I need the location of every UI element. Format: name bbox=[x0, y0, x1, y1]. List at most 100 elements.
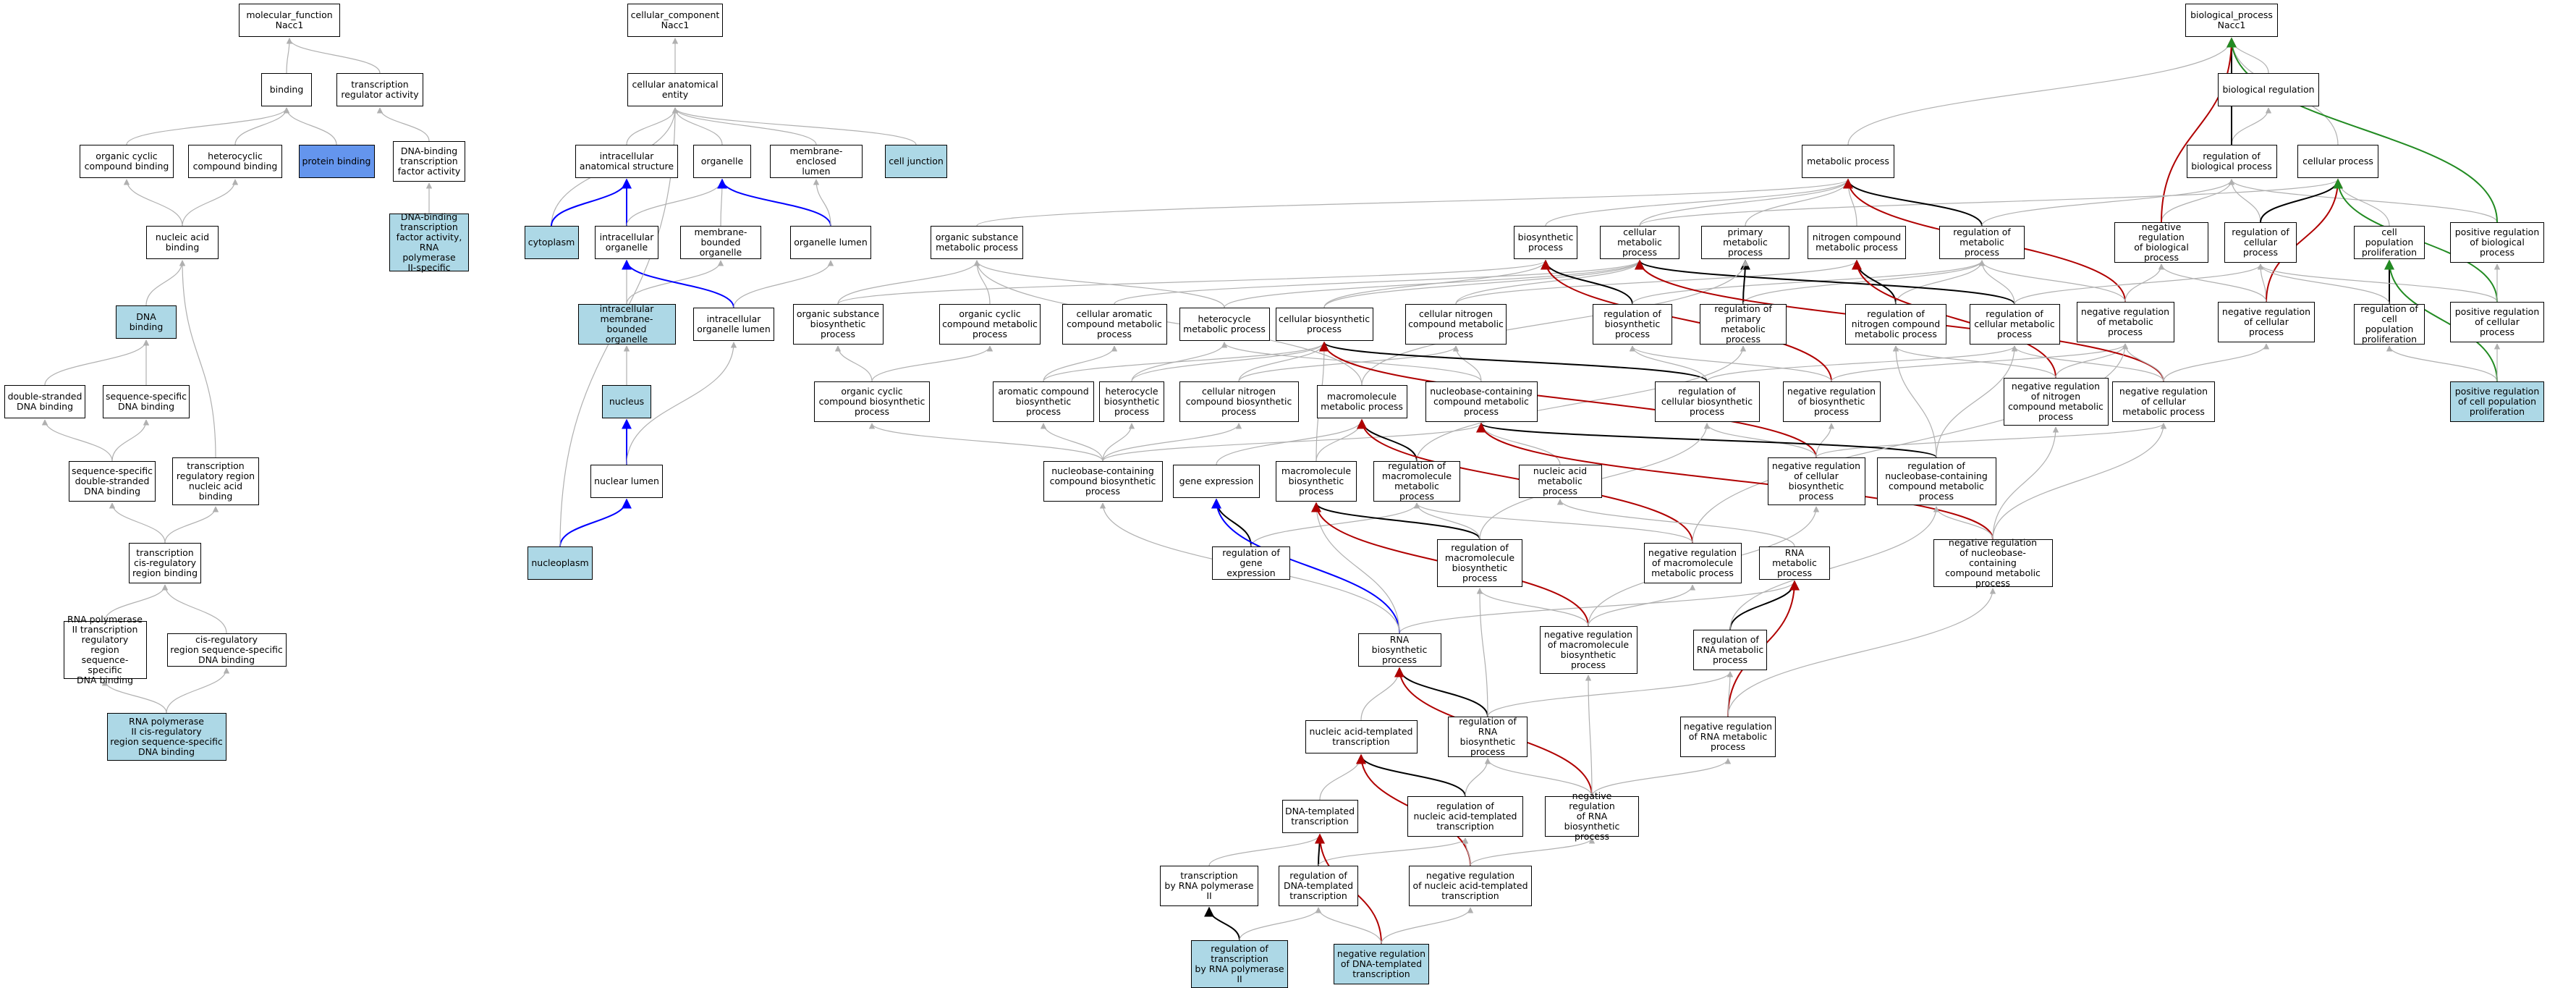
go-term-tra: transcription regulator activity bbox=[336, 73, 423, 106]
edge-neg-reg-cmp-to-reg-cmp bbox=[2011, 345, 2164, 382]
edge-reg-rnabp-to-reg-rnamp bbox=[1487, 671, 1734, 717]
go-term-pos-reg-bp: positive regulation of biological proces… bbox=[2450, 222, 2544, 263]
edge-iol-to-intra-org bbox=[622, 259, 734, 308]
edge-reg-cbp-to-cbp bbox=[1319, 341, 1708, 382]
go-term-reg-rnamp: regulation of RNA metabolic process bbox=[1693, 630, 1767, 670]
go-term-nbcbp: nucleobase-containing compound biosynthe… bbox=[1043, 461, 1163, 502]
edge-tcis-binding-to-seq-ds-dna-binding bbox=[109, 502, 166, 544]
edge-neg-reg-cbp-to-cbp bbox=[1319, 341, 1817, 458]
go-term-nucleoplasm: nucleoplasm bbox=[528, 546, 593, 580]
go-term-pos-reg-cp: positive regulation of cellular process bbox=[2450, 302, 2544, 342]
go-term-organelle: organelle bbox=[693, 145, 751, 178]
edge-osbp-to-biosynthetic bbox=[837, 260, 1548, 305]
go-term-biosynthetic: biosynthetic process bbox=[1514, 226, 1577, 259]
edge-cell-pop-prolif-to-cellular-process bbox=[2334, 179, 2390, 227]
edge-nucleic-acid-binding-to-heterocyclic-binding bbox=[182, 179, 239, 227]
edge-cncbp-to-cbp bbox=[1238, 342, 1328, 382]
edge-reg-rnamp-to-rnamp bbox=[1729, 580, 1800, 630]
go-term-neg-reg-cmp: negative regulation of cellular metaboli… bbox=[2112, 381, 2215, 422]
go-term-cytoplasm: cytoplasm bbox=[524, 226, 579, 259]
edge-mel-to-cae bbox=[671, 107, 817, 145]
edge-neg-reg-cp-to-cellular-process bbox=[2266, 178, 2343, 303]
go-term-reg-bp: regulation of biological process bbox=[2186, 145, 2277, 178]
edge-protein-binding-to-binding bbox=[283, 107, 337, 145]
edge-nucleoplasm-to-nuclear-lumen bbox=[559, 498, 632, 547]
go-term-osmp: organic substance metabolic process bbox=[931, 226, 1023, 259]
edge-rnabp-to-mbp bbox=[1313, 502, 1400, 634]
go-term-nuclear-lumen: nuclear lumen bbox=[590, 465, 663, 498]
edge-nucleic-acid-binding-to-organic-cyclic-binding bbox=[123, 179, 183, 227]
edge-neg-reg-mp-to-reg-mp bbox=[1978, 260, 2126, 303]
go-term-organic-cyclic-binding: organic cyclic compound binding bbox=[80, 145, 174, 178]
go-term-rnap2-cis-binding: RNA polymerase II cis-regulatory region … bbox=[106, 713, 226, 761]
go-term-hbp: heterocycle biosynthetic process bbox=[1099, 381, 1164, 422]
go-term-nbcmp: nucleobase-containing compound metabolic… bbox=[1425, 381, 1538, 422]
go-term-tcis-binding: transcription cis-regulatory region bind… bbox=[129, 543, 201, 583]
go-term-reg-mbp: regulation of macromolecule biosynthetic… bbox=[1437, 539, 1522, 587]
edge-pos-reg-bp-to-bp-root bbox=[2227, 37, 2498, 223]
edge-neg-reg-mmp-to-neg-reg-mp bbox=[1692, 343, 2129, 544]
edge-reg-cmp-to-reg-cp bbox=[2014, 263, 2264, 305]
edge-dna-tf-activity-to-tra bbox=[376, 107, 430, 142]
edge-mmp-to-osmp bbox=[973, 260, 1363, 386]
edge-nbcbp-to-hbp bbox=[1102, 423, 1135, 462]
go-term-neg-reg-cbp: negative regulation of cellular biosynth… bbox=[1767, 457, 1865, 505]
go-term-occbp: organic cyclic compound biosynthetic pro… bbox=[814, 381, 930, 422]
edge-binding-to-mf-root bbox=[286, 38, 293, 74]
go-term-tr-region-binding: transcription regulatory region nucleic … bbox=[172, 457, 259, 505]
go-term-mf-root: molecular_function Nacc1 bbox=[239, 4, 340, 37]
edge-neg-reg-nbcmp-to-neg-reg-cmp bbox=[1992, 423, 2167, 540]
go-term-imbo: intracellular membrane-bounded organelle bbox=[577, 304, 676, 345]
go-term-mbo: membrane-bounded organelle bbox=[680, 226, 761, 259]
edge-neg-reg-bp-to-bp-root bbox=[2161, 37, 2237, 223]
edge-osmp-to-metabolic-process bbox=[976, 179, 1851, 227]
go-term-hmp: heterocycle metabolic process bbox=[1179, 308, 1270, 341]
go-term-occmp: organic cyclic compound metabolic proces… bbox=[939, 304, 1041, 345]
edge-pos-reg-cpp-to-reg-cpp bbox=[2386, 345, 2498, 382]
edge-neg-reg-bp-to-reg-bp bbox=[2161, 179, 2235, 223]
edge-dna-binding-to-nucleic-acid-binding bbox=[145, 260, 186, 306]
edge-reg-nbcmp-to-reg-cmp bbox=[1936, 345, 2018, 458]
edge-reg-mp-to-reg-bp bbox=[1981, 179, 2235, 227]
edge-hbp-to-cbp bbox=[1131, 342, 1328, 382]
edge-neg-reg-natt-to-neg-reg-rnabp bbox=[1470, 837, 1596, 866]
edge-reg-natt-to-reg-rnabp bbox=[1465, 758, 1491, 797]
edge-hmp-to-osmp bbox=[973, 260, 1225, 308]
go-term-reg-bsp: regulation of biosynthetic process bbox=[1593, 304, 1672, 345]
edge-organic-cyclic-binding-to-binding bbox=[126, 107, 290, 145]
edge-reg-rnabp-to-rnabp bbox=[1394, 667, 1488, 717]
edge-reg-cmp-to-reg-mp bbox=[1978, 260, 2015, 305]
go-term-pos-reg-cpp: positive regulation of cell population p… bbox=[2450, 381, 2544, 422]
go-term-cellular-process: cellular process bbox=[2297, 145, 2378, 178]
edge-reg-ncmp-to-ncmp bbox=[1852, 259, 1897, 305]
edge-neg-reg-mmp-to-reg-mmp bbox=[1413, 502, 1693, 544]
edge-pmp-to-metabolic-process bbox=[1745, 179, 1852, 227]
go-term-reg-t-rnap2: regulation of transcription by RNA polym… bbox=[1191, 940, 1288, 988]
edge-neg-reg-dtt-to-reg-dtt bbox=[1315, 907, 1382, 945]
go-term-reg-dtt: regulation of DNA-templated transcriptio… bbox=[1279, 866, 1358, 906]
edge-cmp-to-metabolic-process bbox=[1639, 179, 1852, 227]
edge-heterocyclic-binding-to-binding bbox=[234, 107, 290, 145]
go-term-cbp: cellular biosynthetic process bbox=[1275, 308, 1373, 341]
edge-gene-expr-to-mmp bbox=[1216, 419, 1365, 465]
go-term-dna-tf-rnap2: DNA-binding transcription factor activit… bbox=[389, 212, 469, 273]
edge-occbp-to-osbp bbox=[834, 345, 873, 382]
edge-reg-cmp-to-cmp bbox=[1635, 259, 2015, 305]
go-term-reg-ncmp: regulation of nitrogen compound metaboli… bbox=[1845, 304, 1946, 345]
edge-cytoplasm-to-ias bbox=[551, 178, 632, 227]
edge-pos-reg-cpp-to-cell-pop-prolif bbox=[2384, 259, 2498, 382]
edge-reg-nbcmp-to-reg-ncmp bbox=[1892, 345, 1937, 458]
edge-pos-reg-bp-to-reg-bp bbox=[2228, 179, 2498, 223]
edge-metabolic-process-to-bp-root bbox=[1847, 38, 2235, 145]
go-term-pmp: primary metabolic process bbox=[1701, 226, 1789, 259]
edge-namp-to-nbcmp bbox=[1478, 423, 1561, 465]
go-term-neg-reg-mbp: negative regulation of macromolecule bio… bbox=[1539, 626, 1637, 674]
go-term-metabolic-process: metabolic process bbox=[1802, 145, 1894, 178]
edge-cis-seq-binding-to-tcis-binding bbox=[161, 584, 227, 634]
edge-osbp-to-osmp bbox=[837, 260, 980, 305]
edge-neg-reg-cmp-to-neg-reg-cp bbox=[2163, 343, 2270, 382]
edge-rnamp-to-namp bbox=[1556, 499, 1795, 547]
edge-reg-rnabp-to-reg-mbp bbox=[1476, 588, 1488, 717]
go-term-reg-cmp: regulation of cellular metabolic process bbox=[1969, 304, 2060, 345]
go-term-ds-dna-binding: double-stranded DNA binding bbox=[4, 385, 85, 418]
